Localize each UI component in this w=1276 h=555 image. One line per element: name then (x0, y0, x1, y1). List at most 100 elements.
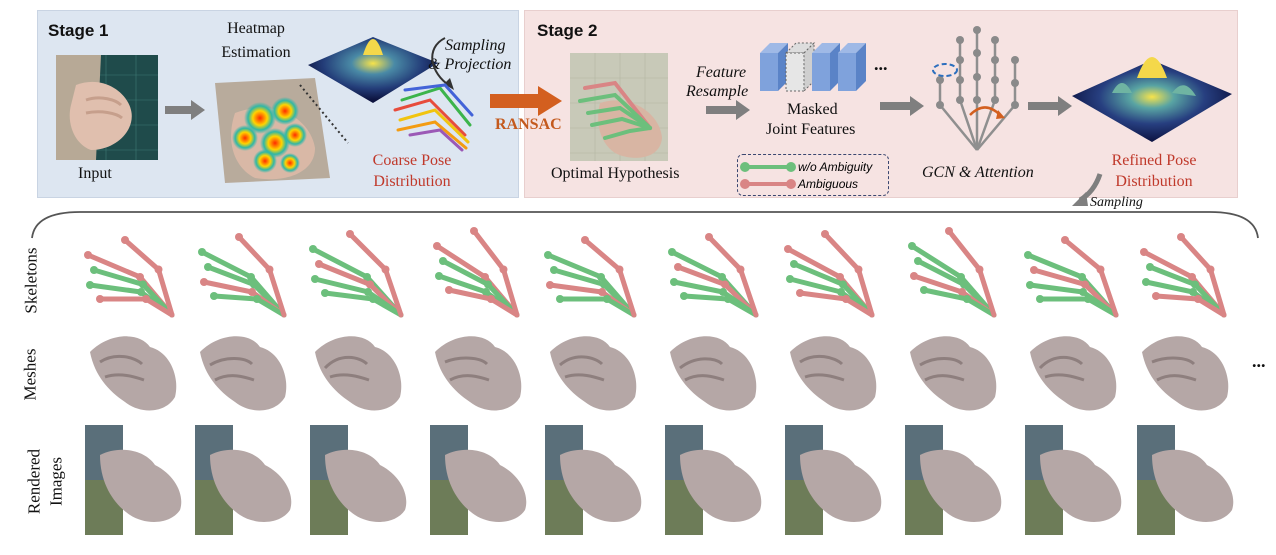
optimal-hypothesis-image (570, 53, 668, 161)
optimal-label: Optimal Hypothesis (551, 165, 680, 182)
skeleton-joint (154, 265, 163, 274)
coarse-label-2: Distribution (373, 173, 451, 190)
skeleton-joint (136, 273, 144, 281)
skeleton-joint (1152, 292, 1160, 300)
finger-crease (449, 374, 490, 382)
finger-crease (444, 356, 489, 366)
skeleton-joint (200, 278, 208, 286)
skeleton-joint (1096, 265, 1105, 274)
input-photo (56, 55, 158, 160)
legend-green-label: w/o Ambiguity (798, 160, 873, 174)
skeleton-joint (439, 257, 447, 265)
skeleton-sample (1024, 236, 1119, 318)
coarse-skeleton-fan (393, 83, 474, 152)
refined-surface-plot (1072, 57, 1232, 142)
skeleton-joint (482, 288, 490, 296)
skeleton-joint (235, 233, 243, 241)
arrow-features-gcn (880, 96, 924, 116)
ransac-label: RANSAC (495, 116, 562, 133)
gcn-label: GCN & Attention (922, 164, 1034, 181)
skeleton-joint (1177, 233, 1185, 241)
skeleton-joint (668, 248, 676, 256)
skeleton-joint (1206, 265, 1215, 274)
rendered-hand (100, 449, 182, 522)
hand-mesh (670, 336, 757, 411)
skeleton-joint (544, 251, 552, 259)
hand-mesh (200, 336, 287, 411)
skeleton-joint (724, 295, 732, 303)
skeleton-joint (854, 265, 863, 274)
skeleton-joint (674, 263, 682, 271)
skeleton-joint (603, 295, 611, 303)
finger-crease (924, 374, 965, 382)
skeleton-sample (908, 227, 997, 318)
skeleton-joint (204, 263, 212, 271)
hand-mesh-sample (550, 336, 637, 411)
skeleton-joint (908, 242, 916, 250)
skeleton-joint (615, 265, 624, 274)
rendered-image-sample (545, 425, 642, 535)
skeleton-joint (1191, 280, 1199, 289)
sampling-label-2: & Projection (428, 56, 512, 73)
skeleton-joint (445, 286, 453, 294)
arrow-feature-resample (706, 100, 750, 120)
rendered-hand (920, 449, 1002, 522)
input-label: Input (78, 165, 112, 182)
rendered-hand (445, 449, 527, 522)
hand-mesh-sample (90, 336, 177, 411)
rendered-hand (560, 449, 642, 522)
skeleton-joint (1188, 273, 1196, 281)
skeleton-joint (1079, 288, 1087, 296)
skeleton-joint (842, 295, 850, 303)
skeleton-joint (546, 281, 554, 289)
skeleton-joint (963, 295, 971, 303)
skeleton-joint (960, 280, 968, 289)
rendered-image-sample (310, 425, 407, 535)
skeleton-joint (1194, 295, 1202, 303)
features-ellipsis: ... (874, 54, 888, 74)
skeleton-joint (1024, 251, 1032, 259)
skeleton-joint (719, 288, 727, 296)
finger-crease (329, 373, 370, 382)
sampling-down-arrow (1072, 173, 1103, 206)
hand-mesh (90, 336, 177, 411)
stage1-title: Stage 1 (48, 21, 109, 40)
sampling-curve-arrow (431, 37, 454, 90)
rendered-image-sample (1025, 425, 1122, 535)
rendered-image-sample (905, 425, 1002, 535)
skeleton-joint (247, 273, 255, 281)
rendered-hand (210, 449, 292, 522)
coarse-label-1: Coarse Pose (372, 152, 452, 169)
skeleton-joint (142, 295, 150, 303)
skeleton-joint (346, 230, 354, 238)
skeleton-joint (1081, 280, 1089, 289)
legend-green: w/o Ambiguity (740, 159, 873, 175)
gcn-graph (932, 26, 1019, 151)
legend-red-swatch (740, 179, 796, 189)
skeleton-joint (910, 272, 918, 280)
finger-crease (1044, 373, 1085, 382)
finger-crease (1156, 374, 1197, 382)
finger-crease (799, 354, 844, 366)
hand-mesh-sample (435, 336, 522, 411)
skeleton-joint (210, 292, 218, 300)
legend-green-swatch (740, 162, 796, 172)
skeleton-joint (198, 248, 206, 256)
skeleton-joint (581, 236, 589, 244)
skeleton-joint (1026, 281, 1034, 289)
skeleton-sample (433, 227, 520, 318)
skeleton-joint (796, 289, 804, 297)
finger-crease (684, 374, 725, 382)
trailing-ellipsis: ... (1252, 351, 1266, 371)
hand-mesh (1142, 336, 1229, 411)
skeleton-joint (139, 280, 147, 289)
skeleton-joint (487, 295, 495, 303)
skeleton-joint (248, 288, 256, 296)
skeleton-sample (544, 236, 637, 318)
skeleton-joint (90, 266, 98, 274)
row-label-skeletons: Skeletons (21, 247, 41, 314)
skeleton-joint (821, 230, 829, 238)
finger-crease (323, 355, 369, 370)
skeleton-joint (484, 280, 492, 289)
skeleton-joint (839, 280, 847, 289)
